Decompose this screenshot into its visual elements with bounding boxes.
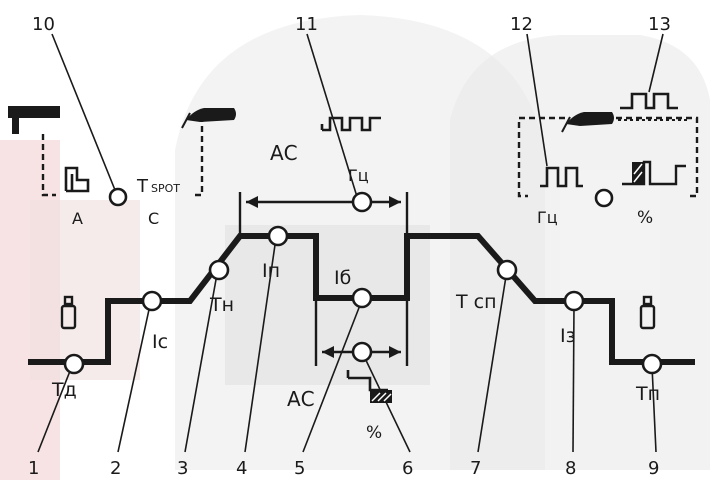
- callout-10: 10: [32, 14, 55, 35]
- callout-3: 3: [177, 458, 188, 479]
- tig-torch-icon: [181, 108, 236, 129]
- label-ac-top: АС: [270, 141, 298, 165]
- callout-11: 11: [295, 14, 318, 35]
- label-duty-cycle: %: [637, 208, 653, 228]
- label-downslope: Т сп: [455, 291, 497, 313]
- label-pulse-frequency: Гц: [537, 208, 558, 227]
- ac-balance-icon: [346, 370, 392, 403]
- label-ac-frequency: Гц: [348, 166, 369, 185]
- knob-upslope: [208, 259, 230, 281]
- callout-1: 1: [28, 458, 39, 479]
- spot-mode-icon: [64, 166, 90, 193]
- watermark: [0, 15, 710, 480]
- label-start-current: Ic: [152, 331, 168, 353]
- pulse-wave-icon: [620, 92, 678, 110]
- callout-5: 5: [294, 458, 305, 479]
- spot-bracket: [41, 118, 204, 197]
- knob-start-current: [141, 290, 163, 312]
- label-spot-t: T: [136, 176, 149, 197]
- label-upslope: Тн: [209, 294, 234, 316]
- callout-4: 4: [236, 458, 247, 479]
- gas-cylinder-icon: [639, 295, 656, 330]
- tig-torch-icon: [561, 112, 614, 133]
- dimension-lines: [238, 192, 409, 366]
- knob-ac-frequency: [351, 191, 373, 213]
- label-ac-bottom: АС: [287, 387, 315, 411]
- ac-frequency-wave-icon: [320, 116, 381, 132]
- knob-base-current: [351, 287, 373, 309]
- callout-12: 12: [510, 14, 533, 35]
- callout-9: 9: [648, 458, 659, 479]
- knob-pulse: [594, 188, 614, 208]
- knob-pulse-current: [267, 225, 289, 247]
- knobs: [63, 187, 663, 375]
- callout-6: 6: [402, 458, 413, 479]
- callout-7: 7: [470, 458, 481, 479]
- label-spot-amp: А: [72, 209, 83, 228]
- label-pulse-current: Iп: [262, 260, 280, 282]
- label-spot-time: С: [148, 209, 159, 228]
- knob-downslope: [496, 259, 518, 281]
- pulse-bracket: [517, 116, 699, 198]
- callout-8: 8: [565, 458, 576, 479]
- torch-icon: [8, 106, 60, 134]
- knob-post-gas: [641, 353, 663, 375]
- knob-ac-balance: [351, 341, 373, 363]
- label-post-gas: Тп: [635, 383, 660, 405]
- callout-numbers: 1 2 3 4 5 6 7 8 9 10 11 12 13: [28, 14, 671, 479]
- knob-spot: [108, 187, 128, 207]
- label-pre-gas: Тд: [51, 379, 77, 401]
- label-spot-sub: SPOT: [151, 182, 180, 195]
- label-ac-balance-percent: %: [366, 423, 382, 443]
- label-end-current: Iз: [560, 325, 576, 347]
- duty-cycle-icon: [622, 160, 686, 186]
- gas-cylinder-icon: [60, 295, 77, 330]
- knob-end-current: [563, 290, 585, 312]
- pulse-frequency-icon: [540, 166, 583, 188]
- knob-pre-gas: [63, 353, 85, 375]
- parameter-labels: Тд Ic Тн Iп Iб % Т сп Iз Тп Гц Гц % АС А…: [51, 141, 660, 443]
- callout-13: 13: [648, 14, 671, 35]
- label-base-current: Iб: [334, 267, 351, 289]
- callout-2: 2: [110, 458, 121, 479]
